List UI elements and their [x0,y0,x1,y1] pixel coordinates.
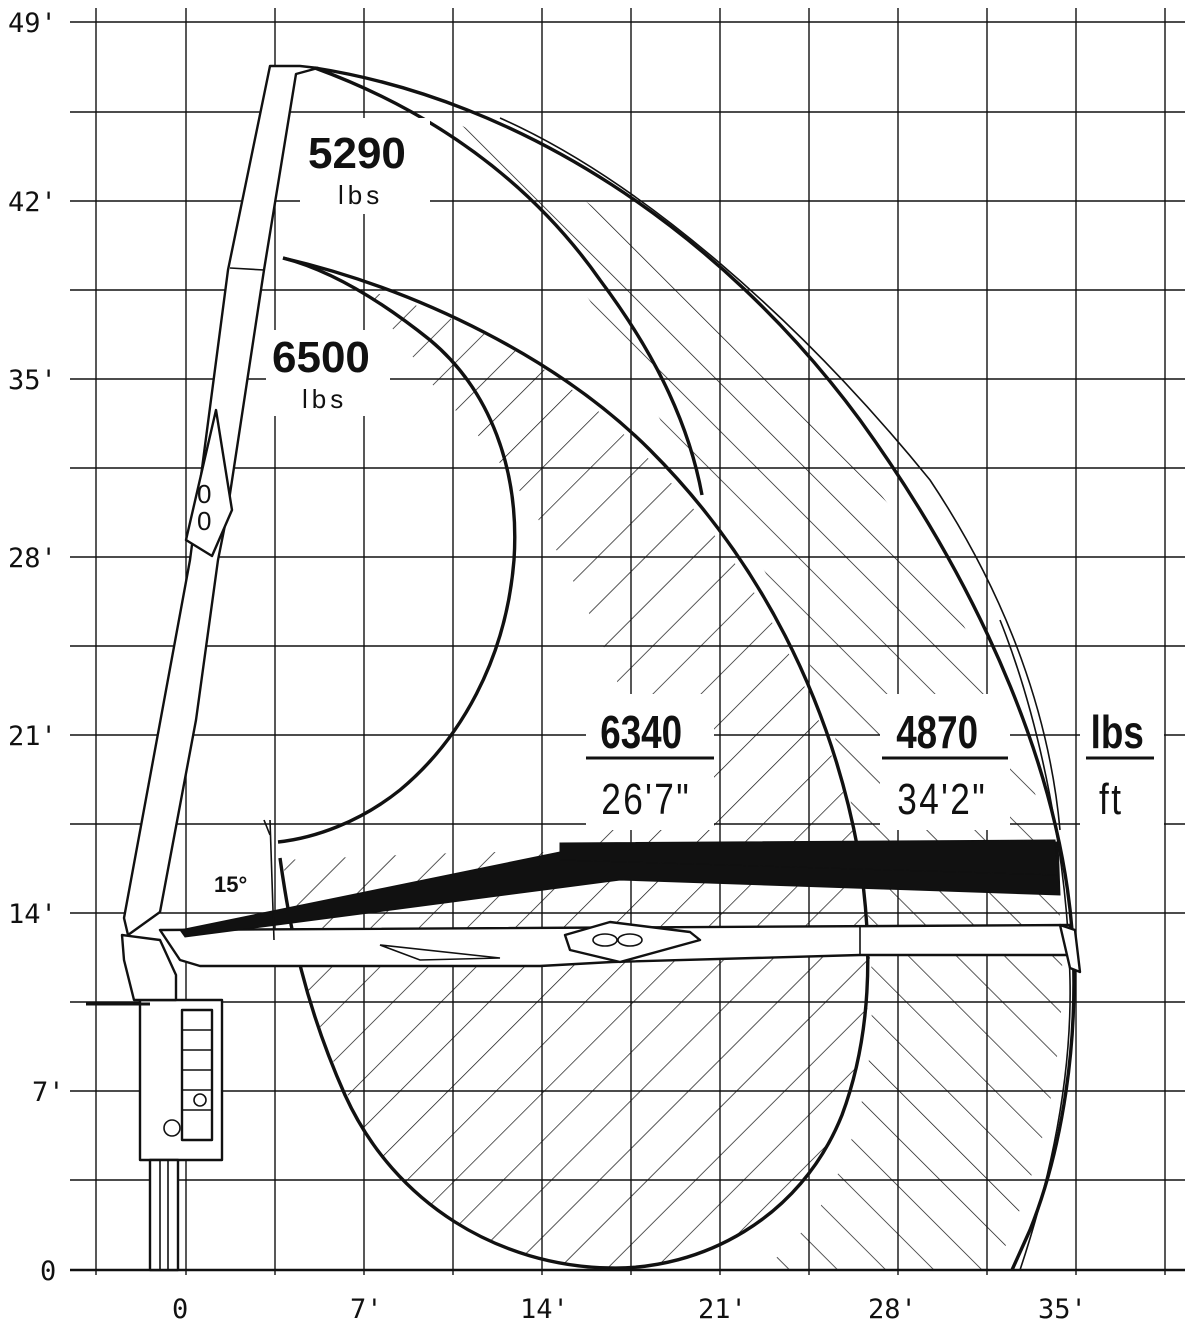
y-tick-42: 42' [8,187,57,218]
envelope-6500 [277,256,517,844]
load-6500-unit: lbs [302,384,347,414]
inner-hatched-zone [283,290,871,1269]
unit-load: lbs [1091,706,1144,758]
x-tick-7: 7' [350,1294,383,1325]
y-tick-0: 0 [40,1256,56,1287]
y-tick-7: 7' [32,1077,65,1108]
angle-label: 15° [214,872,247,897]
capacity-2-load: 4870 [896,706,978,758]
reach-envelopes [277,66,1076,1271]
y-axis: 49' 42' 35' 28' 21' 14' 7' 0 [8,8,65,1287]
capacity-table: 6340 26'7" 4870 34'2" lbs ft [586,694,1164,830]
y-tick-49: 49' [8,8,57,39]
capacity-2-reach: 34'2" [897,775,987,824]
load-labels: 5290 lbs 6500 lbs 15° [214,118,430,897]
envelope-outer [314,66,1076,1271]
unit-reach: ft [1099,775,1123,824]
svg-text:0: 0 [197,506,215,536]
envelope-5290-inner [278,256,870,1270]
y-tick-28: 28' [8,543,57,574]
load-5290-unit: lbs [338,180,383,210]
x-tick-35: 35' [1038,1294,1087,1325]
y-tick-35: 35' [8,365,57,396]
x-tick-28: 28' [868,1294,917,1325]
load-5290-value: 5290 [308,129,406,178]
boom-tip-letter: 0 [197,479,215,509]
working-zones [283,115,1063,1270]
capacity-1-load: 6340 [600,706,682,758]
x-tick-14: 14' [520,1294,569,1325]
y-tick-21: 21' [8,721,57,752]
envelope-5290-mid [314,66,704,496]
crane: 0 0 [86,64,1082,1272]
y-tick-14: 14' [8,899,57,930]
load-6500-value: 6500 [272,333,370,382]
capacity-1-reach: 26'7" [601,775,691,824]
x-tick-21: 21' [698,1294,747,1325]
x-axis: 0 7' 14' 21' 28' 35' [172,1294,1087,1325]
x-tick-0: 0 [172,1294,188,1325]
outer-hatched-zone [440,115,1063,1270]
